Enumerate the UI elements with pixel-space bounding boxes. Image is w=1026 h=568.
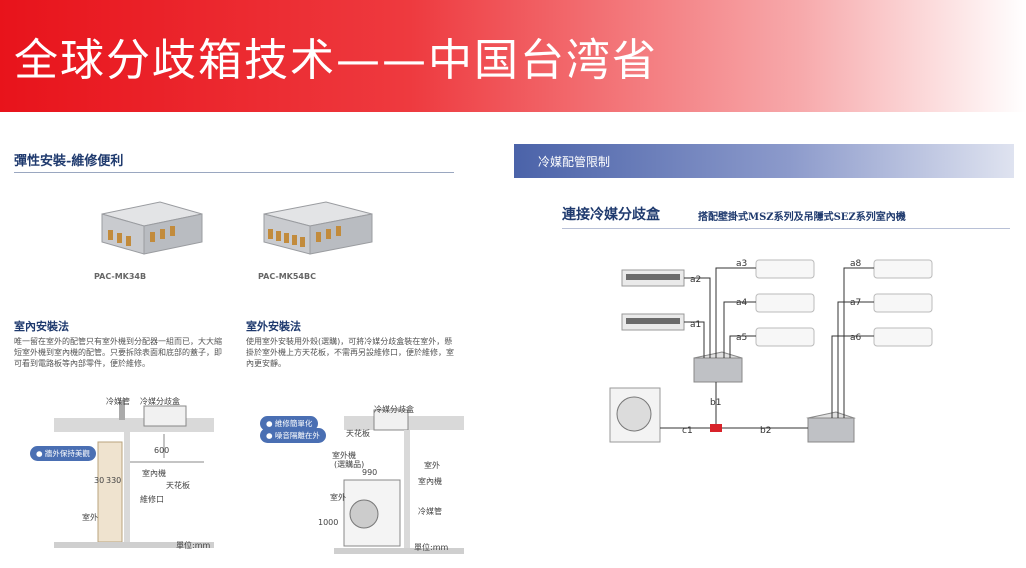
right-panel <box>514 178 1014 454</box>
node-label-c1: c1 <box>682 426 693 436</box>
diagram2-unit-label: 單位:mm <box>414 543 449 552</box>
diagram2-dim-990: 990 <box>362 468 378 477</box>
diagram1-dim-330: 330 <box>106 476 122 485</box>
left-heading: 彈性安裝-維修便利 <box>14 154 124 169</box>
diagram1-pipe-label: 冷媒管 <box>106 397 130 406</box>
page-title: 全球分歧箱技术——中国台湾省 <box>14 35 658 86</box>
node-label-a4: a4 <box>736 298 748 308</box>
left-heading-rule <box>14 172 454 173</box>
node-label-a8: a8 <box>850 259 862 269</box>
diagram2-ceiling-label: 天花板 <box>346 429 370 438</box>
branch-box-mk54bc-image <box>263 201 373 255</box>
right-subtitle: 搭配壁掛式MSZ系列及吊隱式SEZ系列室內機 <box>698 212 906 223</box>
outdoor-install-text: 使用室外安裝用外殼(選購)，可將冷媒分歧盒裝在室外，懸掛於室外機上方天花板，不需… <box>246 337 454 368</box>
node-label-a7: a7 <box>850 298 862 308</box>
title-banner <box>0 0 1026 112</box>
ducted-indoor-unit-1 <box>621 269 685 287</box>
node-label-a3: a3 <box>736 259 748 269</box>
diagram1-access-label: 維修口 <box>140 495 164 504</box>
diagram2-badge-1: ● 維修簡單化 <box>260 416 319 431</box>
diagram2-indoor-label: 室內機 <box>418 477 442 486</box>
indoor-install-text: 唯一留在室外的配管只有室外機到分配器一組而已，大大縮短室外機到室內機的配管。只要… <box>14 337 222 368</box>
indoor-install-diagram <box>54 400 214 548</box>
node-label-a5: a5 <box>736 333 748 343</box>
right-panel-header <box>514 144 1014 178</box>
diagram1-box-label: 冷媒分歧盒 <box>140 397 180 406</box>
diagram1-ceiling-label: 天花板 <box>166 481 190 490</box>
indoor-install-title: 室內安裝法 <box>14 320 69 333</box>
node-label-a2: a2 <box>690 275 702 285</box>
node-label-a1: a1 <box>690 320 702 330</box>
outdoor-install-diagram <box>334 409 464 554</box>
diagram1-dim-30: 30 <box>94 476 105 485</box>
model-label-mk54bc: PAC-MK54BC <box>258 272 316 281</box>
diagram1-dim-600: 600 <box>154 446 170 455</box>
model-label-mk34b: PAC-MK34B <box>94 272 147 281</box>
diagram1-indoor-label: 室內機 <box>142 469 166 478</box>
diagram2-outside-label-1: 室外 <box>424 461 440 470</box>
diagram2-badge-2: ● 噪音隔離在外 <box>260 428 326 443</box>
diagram2-outdoor-unit-label: 室外機 <box>332 451 356 460</box>
diagram2-outdoor-note: (選購品) <box>334 460 365 469</box>
node-label-b1: b1 <box>710 398 722 408</box>
right-title-rule <box>562 228 1010 229</box>
right-panel-header-label: 冷媒配管限制 <box>538 155 611 169</box>
diagram2-dim-1000: 1000 <box>318 518 339 527</box>
diagram1-outdoor-label: 室外 <box>82 513 98 522</box>
diagram2-outside-label-2: 室外 <box>330 493 346 502</box>
ducted-indoor-unit-2 <box>621 313 685 331</box>
node-label-b2: b2 <box>760 426 772 436</box>
diagram2-box-label: 冷媒分歧盒 <box>374 405 414 414</box>
outdoor-install-title: 室外安裝法 <box>246 320 301 333</box>
diagram2-pipe-label: 冷媒管 <box>418 507 442 516</box>
diagram1-unit-label: 單位:mm <box>176 541 211 550</box>
right-title: 連接冷媒分歧盒 <box>562 207 660 223</box>
node-label-a6: a6 <box>850 333 862 343</box>
refrigerant-piping-diagram <box>609 259 933 443</box>
diagram1-badge: ● 牆外保持美觀 <box>30 446 96 461</box>
branch-box-mk34b-image <box>101 201 203 255</box>
